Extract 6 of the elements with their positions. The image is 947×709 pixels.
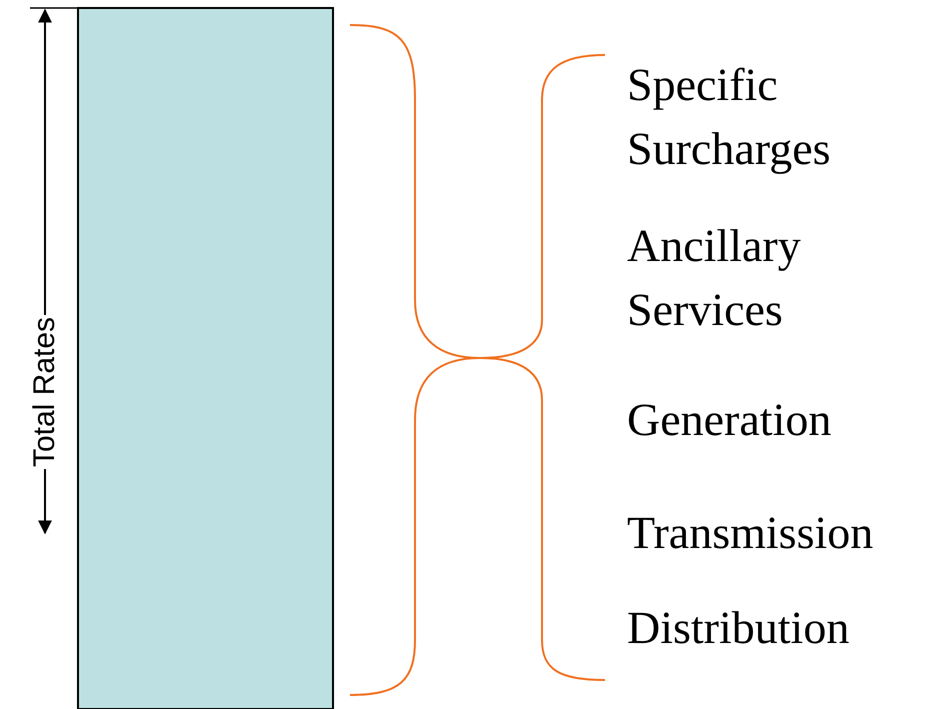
stacked-bar [77, 7, 334, 709]
component-label: Ancillary Services [627, 219, 802, 337]
component-label: Transmission [627, 506, 874, 560]
component-label: Distribution [627, 601, 850, 655]
component-label: Specific Surcharges [627, 58, 832, 176]
component-label: Generation [627, 393, 832, 447]
